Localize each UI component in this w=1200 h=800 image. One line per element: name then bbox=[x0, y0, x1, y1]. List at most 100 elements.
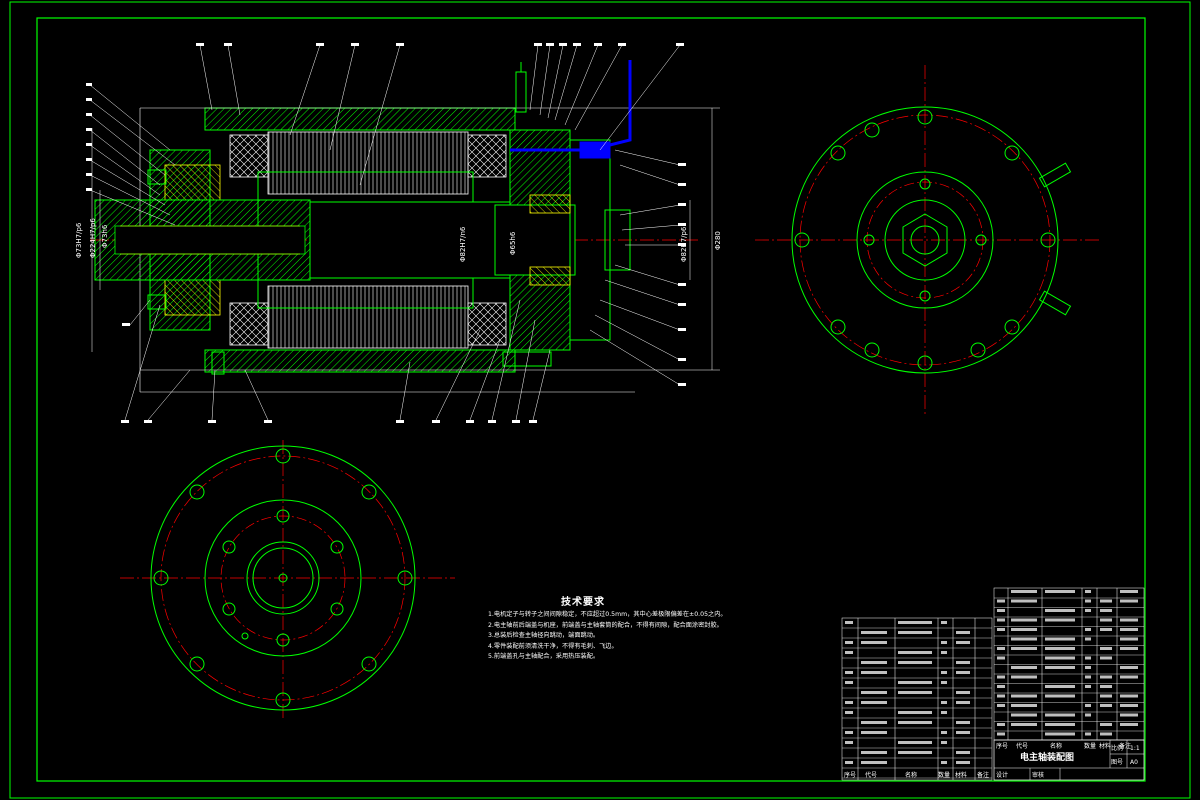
parts-cell-mark bbox=[1045, 637, 1075, 641]
parts-cell-mark bbox=[941, 711, 947, 714]
parts-cell-mark bbox=[1120, 723, 1138, 726]
leader-lines bbox=[89, 44, 681, 421]
parts-cell-mark bbox=[997, 723, 1005, 726]
parts-cell-mark bbox=[1045, 656, 1075, 660]
parts-cell-mark bbox=[1045, 732, 1075, 736]
parts-cell-mark bbox=[1011, 704, 1037, 707]
parts-cell-mark bbox=[861, 701, 887, 704]
rear-cap bbox=[569, 139, 611, 341]
parts-cell-mark bbox=[1011, 666, 1037, 669]
parts-cell-mark bbox=[861, 671, 887, 674]
requirement-item: 5.前端盖孔与主轴配合，采用热压装配。 bbox=[488, 653, 600, 661]
parts-cell-mark bbox=[1120, 694, 1138, 698]
parts-cell-mark bbox=[997, 599, 1005, 603]
parts-cell-mark bbox=[1045, 590, 1075, 593]
parts-cell-mark bbox=[861, 661, 887, 664]
parts-cell-mark bbox=[898, 681, 932, 684]
parts-cell-mark bbox=[1011, 694, 1037, 698]
parts-cell-mark bbox=[997, 647, 1005, 650]
parts-cell-mark bbox=[997, 609, 1005, 612]
parts-cell-mark bbox=[1100, 675, 1112, 679]
parts-cell-mark bbox=[1120, 628, 1138, 631]
parts-cell-mark bbox=[1120, 713, 1138, 717]
parts-cell-mark bbox=[1100, 685, 1112, 688]
parts-cell-mark bbox=[956, 721, 970, 724]
parts-cell-mark bbox=[1100, 609, 1112, 612]
power-connector bbox=[515, 71, 527, 113]
requirement-item: 2.电主轴前后端盖与机座，前端盖与主轴套筒的配合，不得有间隙，配合面涂密封胶。 bbox=[488, 621, 723, 629]
rear-end-plate bbox=[604, 209, 631, 271]
front-bolt-bottom bbox=[147, 294, 167, 310]
parts-cell-mark bbox=[1120, 647, 1138, 650]
parts-cell-mark bbox=[956, 661, 970, 664]
col-qty: 数量 bbox=[938, 771, 950, 779]
parts-cell-mark bbox=[1100, 704, 1112, 707]
parts-cell-mark bbox=[1011, 628, 1037, 631]
parts-cell-mark bbox=[845, 741, 853, 744]
parts-cell-mark bbox=[941, 641, 947, 644]
label-design: 设计 bbox=[996, 771, 1008, 779]
requirement-item: 4.零件装配前须清洗干净，不得有毛刺、飞边。 bbox=[488, 642, 618, 650]
title-block: 电主轴装配图 比例 1:1 图号 A0 设计 审核 bbox=[993, 739, 1145, 781]
dim-d7: Φ280 bbox=[714, 231, 722, 250]
parts-cell-mark bbox=[956, 671, 970, 674]
parts-cell-mark bbox=[1120, 590, 1138, 593]
parts-cell-mark bbox=[941, 761, 947, 764]
parts-cell-mark bbox=[861, 751, 887, 754]
technical-requirements-title: 技术要求 bbox=[561, 597, 605, 608]
end-view-bolts bbox=[153, 448, 413, 708]
requirement-item: 3.总装后检查主轴径向跳动，端面跳动。 bbox=[488, 632, 600, 640]
parts-cell-mark bbox=[1085, 609, 1091, 612]
parts-cell-mark bbox=[1085, 732, 1091, 736]
winding-left-top bbox=[229, 134, 269, 178]
parts-cell-mark bbox=[997, 656, 1005, 660]
parts-cell-mark bbox=[941, 741, 947, 744]
parts-cell-mark bbox=[1085, 590, 1091, 593]
parts-list bbox=[841, 587, 1145, 781]
col-material-r: 材料 bbox=[1099, 742, 1111, 750]
parts-cell-mark bbox=[1011, 675, 1037, 679]
parts-cell-mark bbox=[997, 675, 1005, 679]
inner-frame bbox=[36, 17, 1146, 782]
stator-core-bottom bbox=[267, 285, 469, 349]
parts-cell-mark bbox=[956, 701, 970, 704]
parts-cell-mark bbox=[898, 631, 932, 634]
parts-cell-mark bbox=[1100, 599, 1112, 603]
parts-cell-mark bbox=[861, 731, 887, 734]
coolant-fitting bbox=[579, 141, 611, 159]
parts-cell-mark bbox=[1045, 713, 1075, 717]
col-name: 名称 bbox=[905, 771, 917, 779]
requirement-item: 1.电机定子与转子之间间隙稳定，不应超过0.5mm，其中心差极限偏差在±0.05… bbox=[488, 611, 727, 618]
parts-cell-mark bbox=[845, 761, 853, 764]
parts-cell-mark bbox=[1085, 704, 1091, 707]
parts-list-rows bbox=[842, 597, 1144, 779]
front-bolt-top bbox=[147, 169, 167, 185]
label-scale: 比例 bbox=[1111, 744, 1123, 752]
parts-cell-mark bbox=[1045, 685, 1075, 688]
winding-right-bottom bbox=[467, 302, 507, 346]
stator-core-top bbox=[267, 131, 469, 195]
parts-cell-mark bbox=[1085, 628, 1091, 631]
parts-cell-mark bbox=[1045, 666, 1075, 669]
parts-cell-mark bbox=[1045, 694, 1075, 698]
parts-cell-mark bbox=[997, 732, 1005, 736]
col-code: 代号 bbox=[865, 771, 877, 779]
dim-d2: Φ224H7/p6 bbox=[89, 218, 97, 258]
parts-cell-mark bbox=[845, 711, 853, 714]
parts-cell-mark bbox=[997, 704, 1005, 707]
bottom-bolt-left bbox=[211, 351, 225, 375]
parts-cell-mark bbox=[1011, 647, 1037, 650]
parts-cell-mark bbox=[1011, 713, 1037, 717]
col-qty-r: 数量 bbox=[1084, 742, 1096, 750]
parts-cell-mark bbox=[845, 701, 853, 704]
outer-border bbox=[9, 1, 1191, 799]
parts-cell-mark bbox=[941, 681, 947, 684]
winding-left-bottom bbox=[229, 302, 269, 346]
section-view: Φ73H7/p6 Φ224H7/p6 Φ73h6 Φ82H7/n6 Φ65h6 … bbox=[75, 43, 722, 423]
sheet-size: A0 bbox=[1130, 759, 1138, 766]
col-remarks: 备注 bbox=[977, 771, 989, 779]
col-name-r: 名称 bbox=[1050, 742, 1062, 750]
parts-cell-mark bbox=[1100, 647, 1112, 650]
parts-cell-mark bbox=[845, 681, 853, 684]
